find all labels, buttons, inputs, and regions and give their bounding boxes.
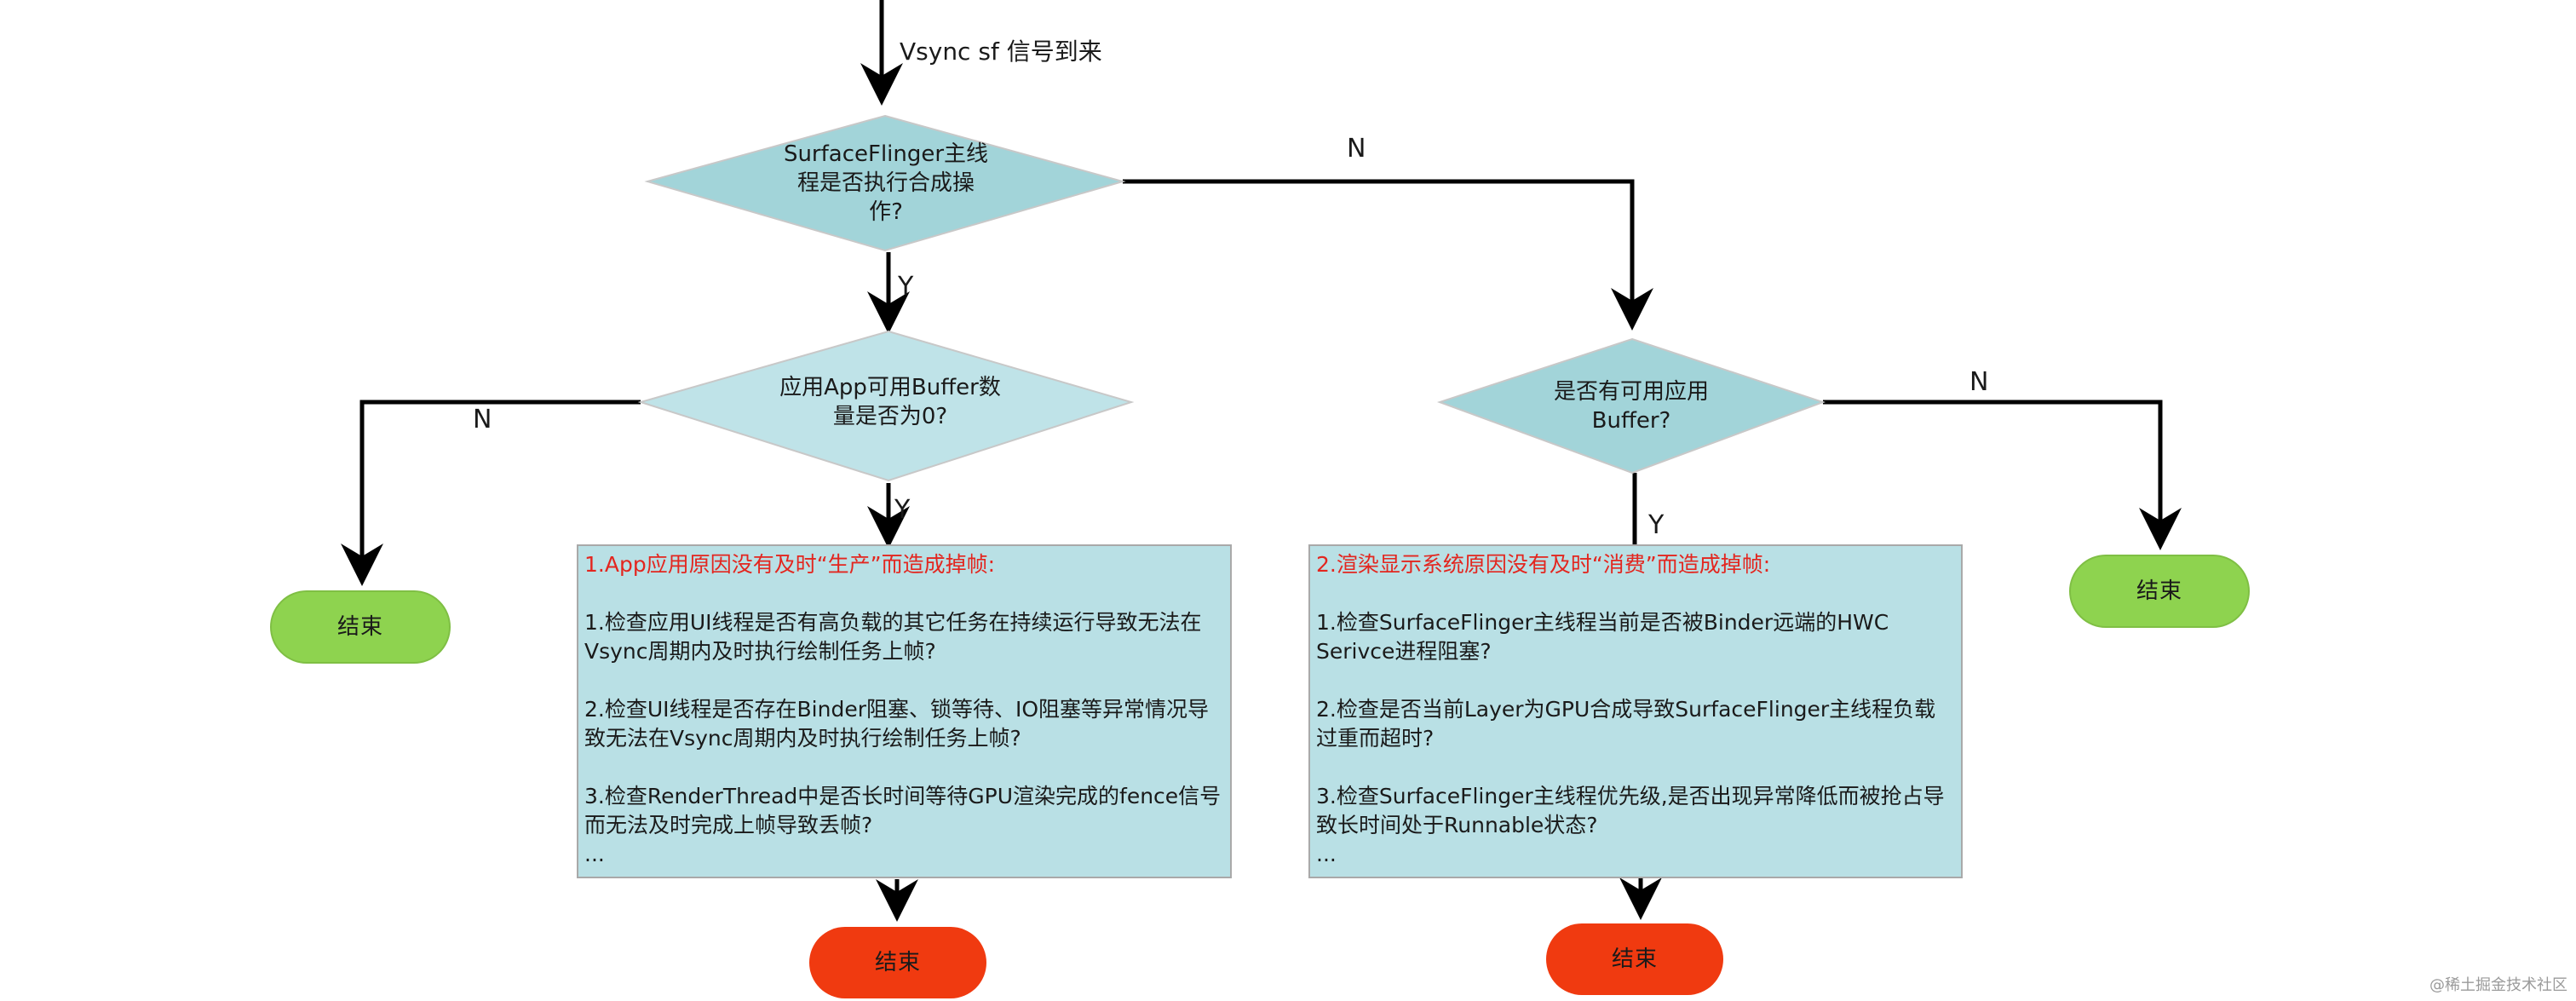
info-box-app-item-2: 2.检查UI线程是否存在Binder阻塞、锁等待、IO阻塞等异常情况导致无法在V… bbox=[584, 697, 1210, 751]
terminal-end-left: 结束 bbox=[336, 614, 383, 640]
terminal-end-right-shape bbox=[2069, 555, 2250, 628]
info-box-sf: 2.渲染显示系统原因没有及时“消费”而造成掉帧: 1.检查SurfaceFlin… bbox=[1309, 545, 1962, 877]
diamond-has-buffer-line-2: Buffer? bbox=[1591, 408, 1671, 434]
diamond-app-buffer-line-1: 应用App可用Buffer数 bbox=[779, 375, 1001, 400]
diamond-sf-main-line-3: 作? bbox=[869, 199, 903, 225]
diamond-app-buffer-shape bbox=[637, 330, 1135, 482]
diamond-app-buffer: 应用App可用Buffer数 量是否为0? bbox=[724, 371, 1056, 434]
info-box-app-shape bbox=[577, 544, 1232, 878]
diamond-has-buffer: 是否有可用应用 Buffer? bbox=[1499, 375, 1763, 438]
diamond-app-buffer-line-2: 量是否为0? bbox=[832, 404, 948, 429]
label-n-has-buffer: N bbox=[1969, 367, 1989, 397]
label-n-sf-main: N bbox=[1347, 134, 1366, 164]
terminal-end-sf-shape bbox=[1546, 923, 1723, 995]
info-box-sf-item-2: 2.检查是否当前Layer为GPU合成导致SurfaceFlinger主线程负载… bbox=[1316, 697, 1936, 751]
diamond-sf-main-line-1: SurfaceFlinger主线 bbox=[783, 141, 989, 167]
diamond-sf-main: SurfaceFlinger主线 程是否执行合成操 作? bbox=[733, 136, 1039, 230]
diamond-has-buffer-line-1: 是否有可用应用 bbox=[1553, 379, 1709, 405]
info-box-app-item-3: 3.检查RenderThread中是否长时间等待GPU渲染完成的fence信号而… bbox=[584, 784, 1222, 866]
connector-has-buffer-n bbox=[1823, 400, 2182, 550]
terminal-end-app-shape bbox=[809, 927, 986, 998]
connector-app-buffer-n bbox=[341, 400, 641, 586]
terminal-end-right: 结束 bbox=[2136, 578, 2182, 604]
diamond-has-buffer-shape bbox=[1436, 337, 1826, 475]
info-box-app-item-1: 1.检查应用UI线程是否有高负载的其它任务在持续运行导致无法在Vsync周期内及… bbox=[584, 610, 1202, 664]
terminal-end-left-shape bbox=[270, 590, 451, 664]
info-box-sf-item-3: 3.检查SurfaceFlinger主线程优先级,是否出现异常降低而被抢占导致长… bbox=[1316, 784, 1945, 866]
label-y-app-buffer: Y bbox=[894, 495, 911, 525]
connector-sf-main-n bbox=[1123, 179, 1653, 331]
diamond-sf-main-line-2: 程是否执行合成操 bbox=[796, 170, 975, 196]
terminal-end-app: 结束 bbox=[874, 950, 921, 975]
diamond-sf-main-shape bbox=[644, 114, 1126, 252]
info-box-app: 1.App应用原因没有及时“生产”而造成掉帧: 1.检查应用UI线程是否有高负载… bbox=[578, 545, 1231, 877]
info-box-sf-title: 2.渲染显示系统原因没有及时“消费”而造成掉帧: bbox=[1316, 552, 1771, 577]
label-vsync-arrival: Vsync sf 信号到来 bbox=[900, 37, 1102, 66]
info-box-app-title: 1.App应用原因没有及时“生产”而造成掉帧: bbox=[584, 552, 996, 577]
label-y-sf-main: Y bbox=[898, 272, 914, 302]
label-y-has-buffer: Y bbox=[1648, 510, 1665, 540]
terminal-end-sf: 结束 bbox=[1611, 946, 1658, 972]
info-box-sf-shape bbox=[1308, 544, 1963, 878]
info-box-sf-item-1: 1.检查SurfaceFlinger主线程当前是否被Binder远端的HWC S… bbox=[1316, 610, 1889, 664]
label-n-app-buffer: N bbox=[473, 405, 492, 434]
watermark: @稀土掘金技术社区 bbox=[2429, 976, 2567, 994]
